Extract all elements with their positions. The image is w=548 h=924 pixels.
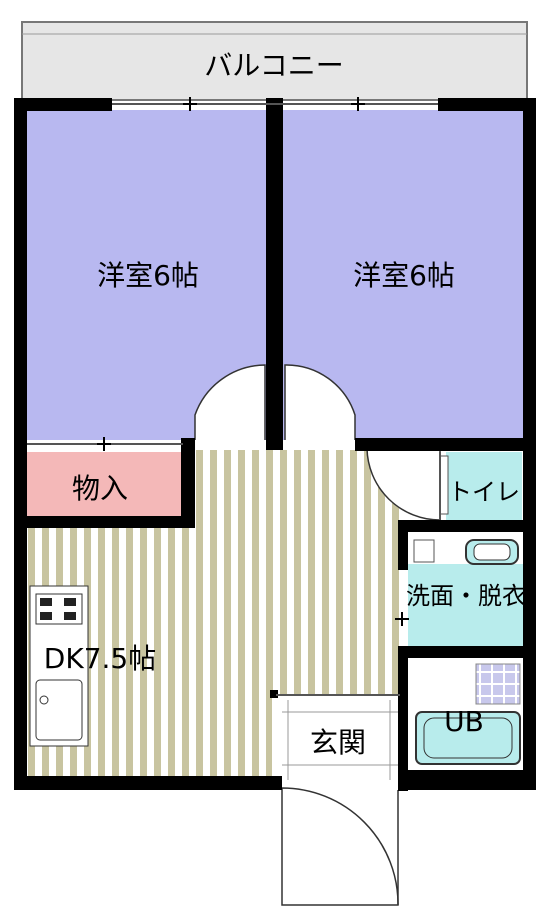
storage-room [27,452,182,520]
door-swing-right [284,364,356,440]
hall-floor [188,450,400,695]
bath-tile [475,663,521,705]
entrance-floor [278,695,400,780]
walls [14,98,536,791]
toilet-room [446,452,522,520]
entrance-label: 玄関 [310,726,366,759]
bath-label: UB [444,705,484,738]
balcony [21,21,528,101]
door-swing-entrance [281,787,399,906]
dk-label: DK7.5帖 [44,642,156,675]
western-room-left-label: 洋室6帖 [97,259,199,292]
door-swing-left [194,364,266,440]
western-room-right-label: 洋室6帖 [353,259,455,292]
washroom-label: 洗面・脱衣 [406,582,526,610]
storage-label: 物入 [72,472,128,505]
toilet-label: トイレ [448,478,520,506]
balcony-label: バルコニー [204,49,343,82]
door-swing-toilet [366,447,441,521]
kitchen-sink [35,679,83,741]
